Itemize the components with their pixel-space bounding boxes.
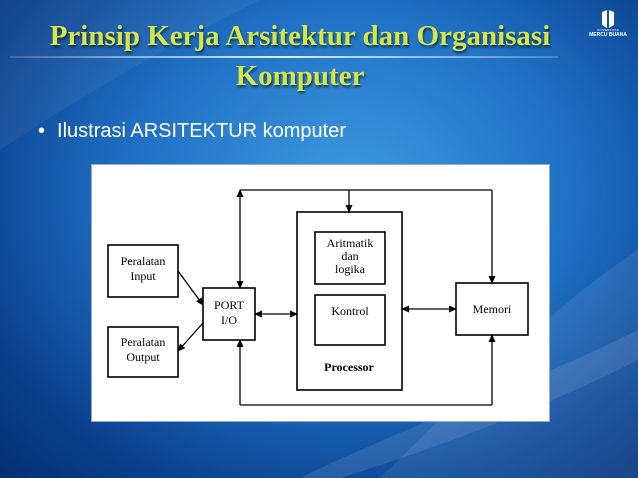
memori-box: Memori — [455, 282, 529, 336]
arrow-port-to-output — [177, 322, 204, 352]
logo-small-text: UNIVERSITAS — [597, 28, 619, 32]
kontrol-box: Kontrol — [314, 294, 386, 346]
peralatan-output-box: Peralatan Output — [107, 326, 179, 378]
kontrol-label: Kontrol — [331, 304, 369, 318]
memori-label: Memori — [473, 302, 512, 316]
peralatan-input-box: Peralatan Input — [107, 244, 179, 298]
aritmatik-label-3: logika — [335, 262, 366, 276]
aritmatik-label-1: Aritmatik — [327, 236, 374, 250]
peralatan-output-label-2: Output — [126, 350, 160, 364]
title-underline — [10, 56, 558, 58]
university-logo: UNIVERSITAS MERCU BUANA — [588, 10, 628, 38]
port-io-label-2: I/O — [221, 313, 237, 327]
bullet-text: Ilustrasi ARSITEKTUR komputer — [57, 120, 346, 142]
architecture-diagram-panel: Peralatan Input Peralatan Output PORT I/… — [91, 164, 550, 422]
aritmatik-label-2: dan — [341, 249, 358, 263]
peralatan-output-label-1: Peralatan — [121, 335, 166, 349]
slide-title-line-1: Prinsip Kerja Arsitektur dan Organisasi — [49, 20, 551, 52]
architecture-diagram: Peralatan Input Peralatan Output PORT I/… — [107, 189, 529, 406]
port-io-box: PORT I/O — [202, 287, 256, 341]
aritmatik-logika-box: Aritmatik dan logika — [314, 231, 386, 285]
peralatan-input-label-2: Input — [130, 269, 156, 283]
bullet-item: • Ilustrasi ARSITEKTUR komputer — [38, 120, 346, 143]
logo-name-text: MERCU BUANA — [589, 32, 627, 38]
mercu-buana-emblem-icon — [602, 10, 614, 28]
bullet-dot: • — [38, 120, 46, 142]
slide-title-line-2: Komputer — [235, 60, 365, 92]
processor-label: Processor — [324, 360, 374, 374]
port-io-label-1: PORT — [214, 298, 245, 312]
arrow-input-to-port — [177, 270, 204, 306]
peralatan-input-label-1: Peralatan — [121, 254, 166, 268]
